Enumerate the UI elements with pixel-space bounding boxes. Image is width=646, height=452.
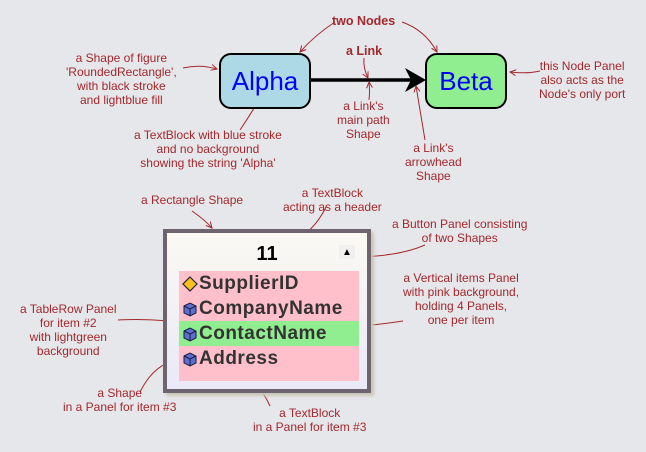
diamond-icon <box>182 275 198 292</box>
ann-two-nodes: two Nodes <box>332 14 396 28</box>
ann-arrow-two-nodes-beta <box>401 21 437 52</box>
node-beta-label: Beta <box>439 65 493 96</box>
item-row[interactable]: Address <box>179 346 359 371</box>
cube-icon <box>183 351 197 367</box>
node-beta[interactable]: Beta <box>425 53 507 109</box>
node-alpha-label: Alpha <box>231 65 299 96</box>
cube-icon <box>183 301 197 317</box>
ann-arrow-main-path <box>369 82 370 101</box>
item-row[interactable]: SupplierID <box>179 271 359 296</box>
group-header: 11 <box>256 243 278 265</box>
ann-shape-figure: a Shape of figure'RoundedRectangle', wit… <box>66 51 177 107</box>
items-panel: SupplierID CompanyName ContactName Addre… <box>179 271 359 381</box>
ann-arrow-shape-fig <box>182 66 217 69</box>
ann-rectangle-shape: a Rectangle Shape <box>141 193 244 207</box>
item-row-highlighted[interactable]: ContactName <box>179 321 359 346</box>
item-label: SupplierID <box>199 272 300 294</box>
ann-arrow-two-nodes-alpha <box>300 21 336 52</box>
triangle-up-icon: ▲ <box>342 246 352 258</box>
ann-arrow-rect-shape <box>191 210 212 228</box>
item-label: ContactName <box>199 322 327 344</box>
item-label: Address <box>199 347 279 369</box>
item-row[interactable]: CompanyName <box>179 296 359 321</box>
ann-a-link: a Link <box>346 44 383 58</box>
link-arrowhead[interactable] <box>405 68 426 92</box>
ann-arrow-node-panel <box>510 71 541 73</box>
node-alpha[interactable]: Alpha <box>219 53 311 109</box>
cube-icon <box>183 326 197 342</box>
collapse-button[interactable]: ▲ <box>339 245 355 259</box>
ann-arrow-arrowhead <box>416 86 426 141</box>
ann-arrow-a-link <box>364 57 368 78</box>
item-label: CompanyName <box>199 297 343 319</box>
rectangle-group-node[interactable]: 11 ▲ SupplierID CompanyName ContactName … <box>163 229 371 393</box>
